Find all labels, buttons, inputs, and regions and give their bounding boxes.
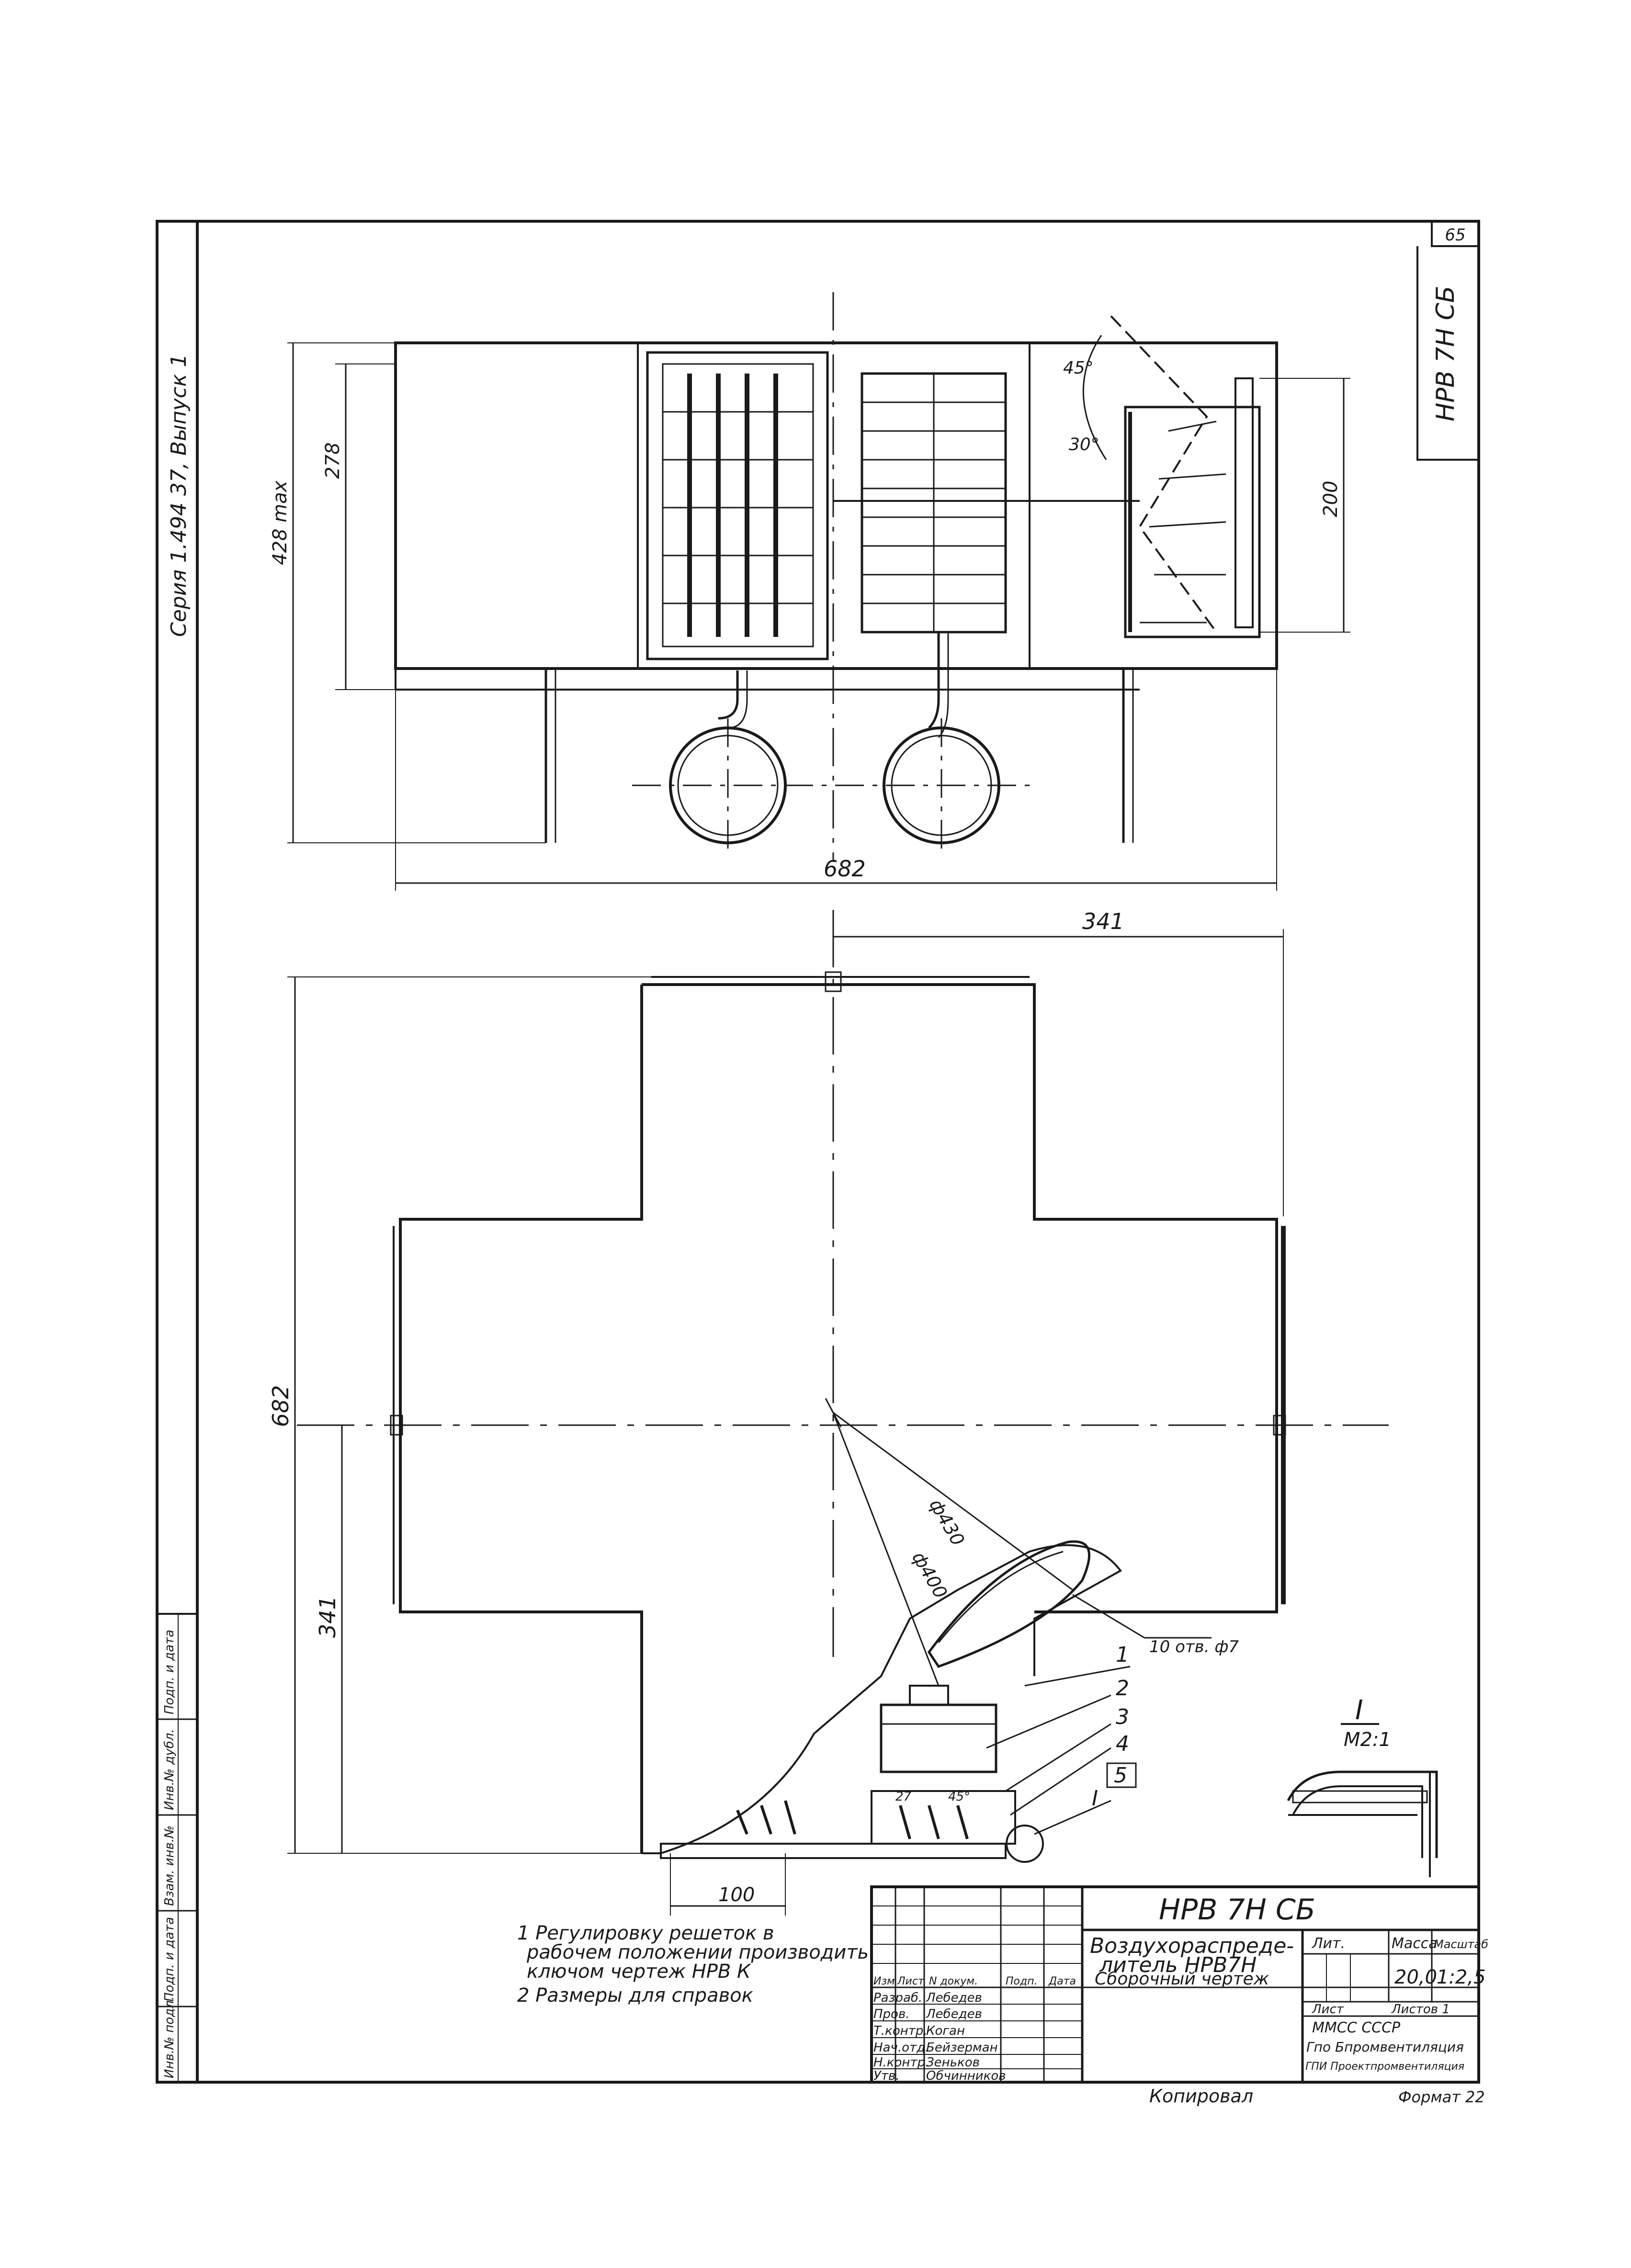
plan-view bbox=[297, 910, 1389, 1863]
dim-top-width: 682 bbox=[824, 856, 866, 882]
top-view bbox=[394, 292, 1278, 862]
dim-dia-430: ф430 bbox=[925, 1496, 969, 1550]
tb-org-3: ГПИ Проектпромвентиляция bbox=[1305, 2061, 1464, 2073]
tb-name-3: Бейзерман bbox=[926, 2041, 998, 2055]
dim-plan-half-top: 341 bbox=[1082, 908, 1124, 934]
tb-name-3: Сборочный чертеж bbox=[1095, 1969, 1269, 1989]
dim-top-height: 428 max bbox=[269, 480, 291, 565]
tb-name-4: Зеньков bbox=[926, 2055, 980, 2070]
code-frame bbox=[1416, 246, 1479, 461]
tb-mass-label: Масса bbox=[1392, 1935, 1438, 1952]
plan-view-dimensions bbox=[287, 929, 1284, 1916]
tb-name-0: Лебедев bbox=[926, 1991, 982, 2005]
callout-I: I bbox=[1092, 1786, 1098, 1811]
tb-designation: НРВ 7Н СБ bbox=[1159, 1893, 1315, 1927]
note-line-1: 1 Регулировку решеток в bbox=[517, 1922, 774, 1944]
detail-I bbox=[1287, 1723, 1438, 1877]
note-line-3: ключом чертеж НРВ К bbox=[527, 1961, 751, 1983]
detail-roman: I bbox=[1355, 1695, 1363, 1726]
series-text: Серия 1.494 37, Выпуск 1 bbox=[167, 354, 191, 637]
tb-col-dokum: N докум. bbox=[929, 1975, 978, 1987]
copied-by: Копировал bbox=[1149, 2086, 1253, 2107]
callout-1: 1 bbox=[1116, 1643, 1129, 1667]
tb-name-2: литель НРВ7Н bbox=[1099, 1953, 1257, 1977]
tb-role-5: Утв. bbox=[873, 2069, 900, 2083]
vertical-code: НРВ 7Н СБ bbox=[1431, 286, 1460, 421]
stamp-podp-data-1: Подп. и дата bbox=[162, 1917, 177, 2002]
dim-angle-45: 45° bbox=[1063, 358, 1094, 378]
dim-bottom-100: 100 bbox=[718, 1884, 755, 1906]
top-view-dimensions bbox=[287, 342, 1350, 891]
tb-name-5: Обчинников bbox=[926, 2069, 1006, 2083]
dim-holes: 10 отв. ф7 bbox=[1149, 1637, 1239, 1656]
dim-small-27: 27 bbox=[895, 1790, 912, 1804]
tb-scale-label: Масштаб bbox=[1434, 1938, 1488, 1951]
notes: 1 Регулировку решеток в рабочем положени… bbox=[517, 1922, 869, 2007]
tb-role-1: Пров. bbox=[873, 2007, 910, 2021]
sheet-format: Формат 22 bbox=[1398, 2088, 1485, 2106]
inner-frame bbox=[196, 220, 1480, 2084]
callout-3: 3 bbox=[1116, 1705, 1129, 1729]
dim-angle-30: 30° bbox=[1069, 435, 1099, 454]
tb-scale: 1:2,5 bbox=[1437, 1966, 1486, 1988]
tb-name-2: Коган bbox=[926, 2024, 965, 2038]
dim-top-right: 200 bbox=[1320, 481, 1342, 517]
tb-sheet-label: Лист bbox=[1312, 2002, 1344, 2017]
stamp-inv-podl: Инв.№ подл. bbox=[162, 1996, 177, 2078]
callout-leaders bbox=[986, 1594, 1212, 1835]
dim-dia-400: ф400 bbox=[908, 1548, 951, 1602]
stamp-inv-dubl: Инв.№ дубл. bbox=[162, 1729, 177, 1810]
dim-plan-half-left: 341 bbox=[315, 1596, 340, 1638]
tb-org-2: Гпо Бпромвентиляция bbox=[1306, 2039, 1464, 2055]
tb-col-izm: Изм bbox=[873, 1975, 895, 1987]
outer-frame bbox=[156, 220, 1480, 2084]
tb-org-1: ММСС СССР bbox=[1312, 2019, 1401, 2036]
detail-scale: M2:1 bbox=[1344, 1729, 1391, 1751]
dim-plan-full: 682 bbox=[268, 1385, 294, 1427]
tb-role-4: Н.контр. bbox=[873, 2055, 929, 2070]
tb-name-1: Лебедев bbox=[926, 2007, 982, 2021]
tb-col-list: Лист bbox=[897, 1975, 925, 1987]
tb-role-3: Нач.отд. bbox=[873, 2041, 929, 2055]
callout-4: 4 bbox=[1116, 1732, 1129, 1756]
note-line-4: 2 Размеры для справок bbox=[517, 1984, 753, 2007]
callout-5: 5 bbox=[1114, 1763, 1127, 1788]
sheet-number-box bbox=[1431, 220, 1480, 247]
sheet-number: 65 bbox=[1445, 226, 1465, 245]
tb-role-2: Т.контр. bbox=[873, 2024, 928, 2038]
note-line-2: рабочем положении производить bbox=[526, 1941, 869, 1963]
stamp-podp-data-2: Подп. и дата bbox=[162, 1630, 177, 1714]
tb-col-podp: Подп. bbox=[1006, 1975, 1038, 1987]
tb-name-1: Воздухораспреде- bbox=[1090, 1934, 1294, 1958]
dim-small-45: 45° bbox=[948, 1790, 970, 1804]
tb-lit-label: Лит. bbox=[1312, 1935, 1345, 1952]
left-stamp-column: Инв.№ подл. Подп. и дата Взам. инв.№ Инв… bbox=[156, 1613, 198, 2083]
tb-col-data: Дата bbox=[1048, 1975, 1076, 1987]
title-block bbox=[870, 1885, 1480, 2084]
stamp-vzam-inv: Взам. инв.№ bbox=[162, 1826, 177, 1906]
tb-role-0: Разраб. bbox=[873, 1991, 922, 2005]
tb-sheets-label: Листов 1 bbox=[1391, 2002, 1450, 2017]
callout-2: 2 bbox=[1116, 1676, 1129, 1701]
tb-mass: 20,0 bbox=[1394, 1966, 1437, 1988]
dim-top-inner: 278 bbox=[322, 442, 344, 479]
